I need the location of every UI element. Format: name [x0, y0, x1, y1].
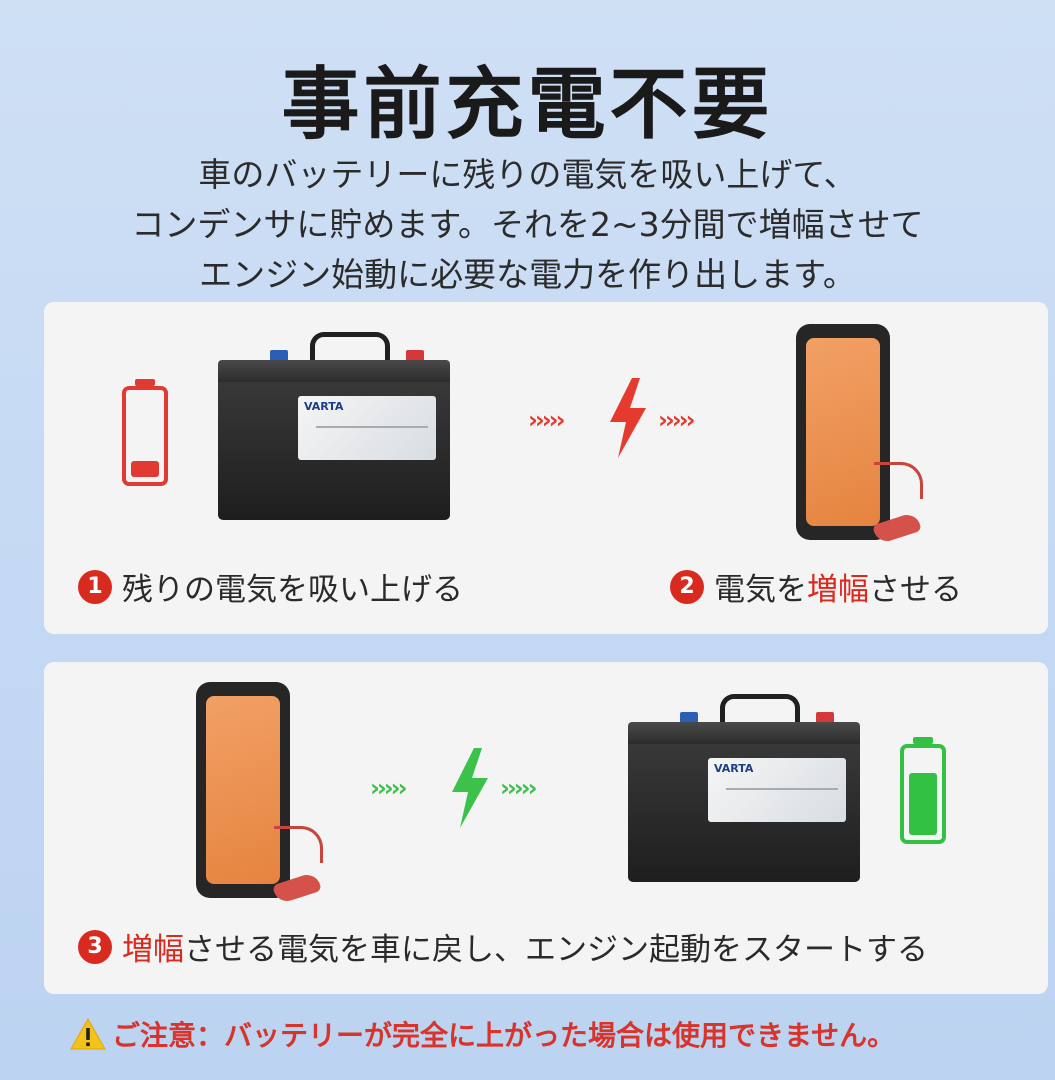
low-battery-level-icon — [122, 379, 168, 486]
step-2-caption: 2 電気を増幅させる — [670, 564, 962, 609]
page-title: 事前充電不要 — [281, 60, 774, 150]
full-battery-level-icon — [900, 737, 946, 844]
description-line-1: 車のバッテリーに残りの電気を吸い上げて、 — [198, 155, 857, 194]
step-3-caption: 3 増幅させる電気を車に戻し、エンジン起動をスタートする — [78, 924, 928, 969]
step-number-2-badge: 2 — [670, 569, 704, 604]
lightning-bolt-icon — [452, 748, 488, 828]
car-battery-image: VARTA — [628, 694, 860, 882]
battery-brand-label: VARTA — [298, 396, 436, 460]
arrow-chevrons-right: ››››› — [658, 406, 695, 434]
caution-notice: ご注意：バッテリーが完全に上がった場合は使用できません。 — [70, 1014, 895, 1054]
step-3-text-after: させる電気を車に戻し、エンジン起動をスタートする — [184, 932, 928, 968]
arrow-chevrons-left: ››››› — [528, 406, 565, 434]
jump-starter-image — [796, 324, 923, 545]
battery-brand-label: VARTA — [708, 758, 846, 822]
step-1-caption: 1 残りの電気を吸い上げる — [78, 564, 463, 609]
step-number-3-badge: 3 — [78, 929, 112, 964]
step-2-text-after: させる — [869, 572, 962, 608]
step-panel-1: VARTA ››››› ››››› 1 残りの電気を吸い上げる 2 電気を増幅さ… — [44, 302, 1048, 634]
step-1-text: 残りの電気を吸い上げる — [122, 572, 463, 608]
car-battery-image: VARTA — [218, 332, 450, 520]
caution-text: ご注意：バッテリーが完全に上がった場合は使用できません。 — [112, 1019, 896, 1052]
step-3-text-highlight: 増幅 — [122, 932, 184, 968]
step-2-text-before: 電気を — [714, 572, 807, 608]
step-number-1-badge: 1 — [78, 569, 112, 604]
arrow-chevrons-left: ››››› — [370, 774, 407, 802]
description-line-3: エンジン始動に必要な電力を作り出します。 — [199, 255, 856, 294]
warning-icon — [70, 1018, 106, 1050]
jump-starter-image — [196, 682, 323, 905]
arrow-chevrons-right: ››››› — [500, 774, 537, 802]
description-line-2: コンデンサに貯めます。それを2~3分間で増幅させて — [131, 205, 924, 244]
step-2-text-highlight: 増幅 — [807, 572, 869, 608]
description: 車のバッテリーに残りの電気を吸い上げて、 コンデンサに貯めます。それを2~3分間… — [0, 150, 1055, 300]
lightning-bolt-icon — [610, 378, 646, 458]
step-panel-2: ››››› ››››› VARTA 3 増幅させる電気を車に戻し、エンジン起動を… — [44, 662, 1048, 994]
